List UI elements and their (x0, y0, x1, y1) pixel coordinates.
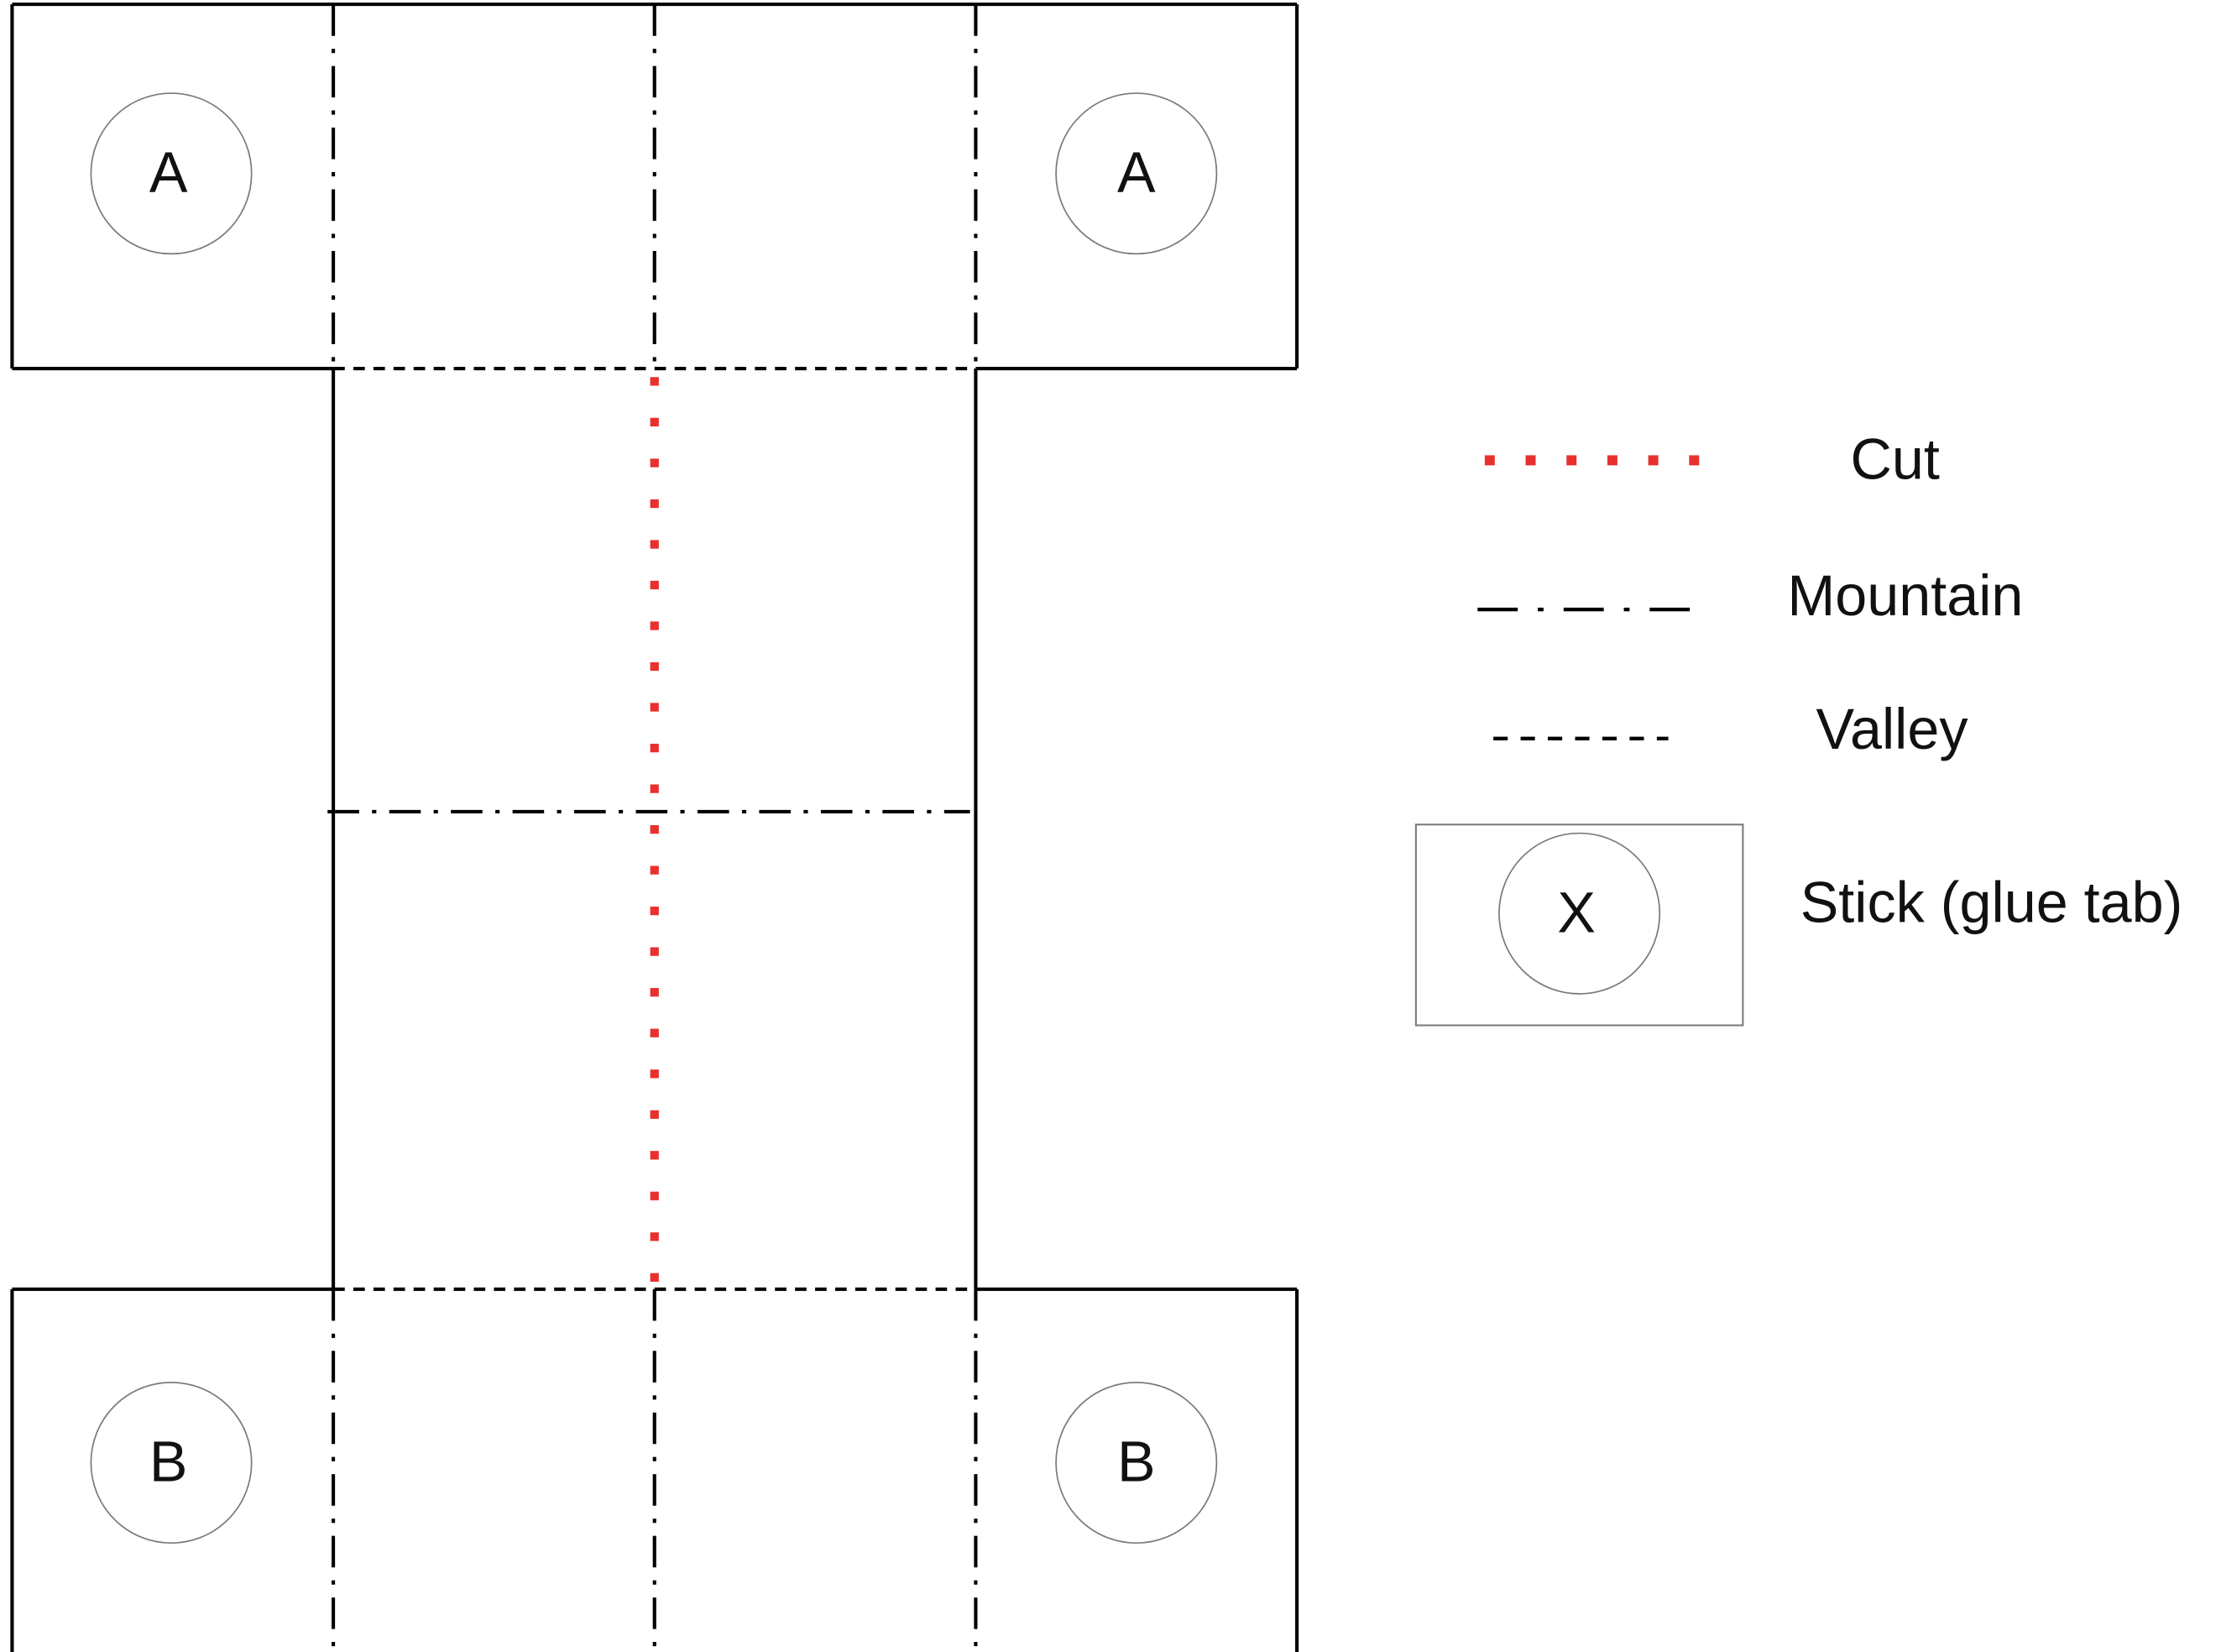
glue-circle (1055, 92, 1218, 255)
legend-stick-swatch (1414, 823, 1744, 1027)
glue-tab-top-left: A (90, 92, 253, 255)
glue-tab-label: A (1117, 141, 1156, 205)
glue-tab-top-right: A (1055, 92, 1218, 255)
glue-tab-bottom-left: B (90, 1381, 253, 1545)
mountain-fold-lines (327, 4, 978, 1652)
glue-circle (1055, 1381, 1218, 1545)
legend-stick-symbol: X (1557, 881, 1596, 944)
legend-valley-label: Valley (1816, 698, 1969, 761)
glue-tab-label: A (149, 141, 188, 205)
legend-stick-label: Stick (glue tab) (1800, 870, 2183, 934)
legend: Cut Mountain Valley X Stick (glue tab) (1414, 428, 2183, 1027)
glue-tab-label: B (1117, 1430, 1156, 1494)
legend-cut: Cut (1484, 428, 1940, 492)
legend-stick-circle (1498, 832, 1661, 995)
glue-circle (90, 92, 253, 255)
legend-mountain-label: Mountain (1787, 564, 2023, 628)
legend-stick: X Stick (glue tab) (1414, 823, 2183, 1027)
glue-circle (90, 1381, 253, 1545)
valley-fold-lines (333, 366, 976, 1291)
legend-valley: Valley (1493, 698, 1968, 761)
legend-mountain: Mountain (1477, 564, 2023, 628)
glue-tab-bottom-right: B (1055, 1381, 1218, 1545)
glue-tab-label: B (149, 1430, 188, 1494)
legend-cut-label: Cut (1851, 428, 1940, 492)
